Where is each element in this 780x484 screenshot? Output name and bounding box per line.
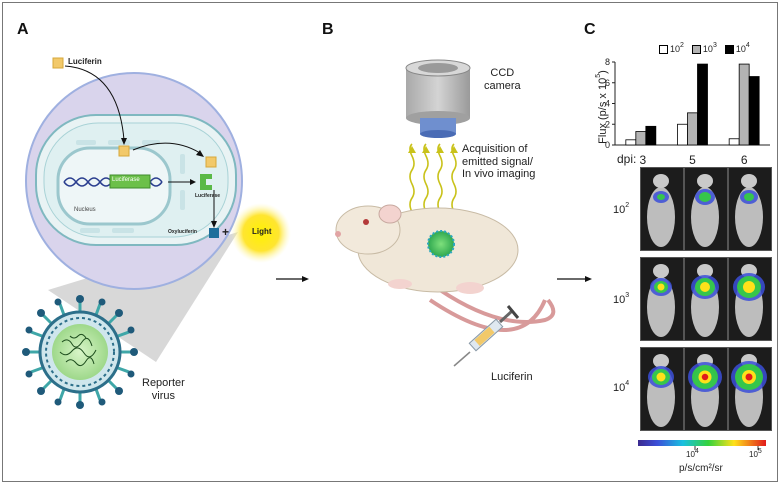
- colorbar-unit: p/s/cm²/sr: [679, 463, 723, 474]
- acquisition-label: Acquisition of emitted signal/ In vivo i…: [462, 143, 536, 181]
- legend-item: 104: [724, 42, 750, 55]
- bar: [697, 63, 708, 146]
- colorbar-tick-high: 105: [749, 448, 762, 459]
- luciferin-label: Luciferin: [68, 57, 102, 66]
- signal-core: [700, 282, 710, 292]
- plus-sign: +: [222, 225, 230, 239]
- legend-item: 103: [691, 42, 717, 55]
- legend-item: 102: [659, 42, 684, 55]
- mouse-illustration: [335, 204, 556, 332]
- y-tick-label: 8: [605, 57, 610, 67]
- signal-peak: [701, 373, 709, 381]
- colorbar-tick-low: 104: [686, 448, 699, 459]
- colorbar-tick-base: 10: [749, 450, 758, 459]
- colorbar: [638, 440, 766, 446]
- luciferase-gene-box: [109, 174, 151, 189]
- legend-label-exp: 3: [712, 42, 717, 49]
- luciferin-near-enzyme: [205, 156, 217, 168]
- row-label-exp: 2: [625, 202, 630, 209]
- y-tick-label: 0: [605, 140, 610, 150]
- luciferase-protein-label: Luciferase: [195, 193, 221, 199]
- x-tick-label: 5: [689, 153, 696, 167]
- colorbar-tick-exp: 5: [757, 448, 762, 455]
- row-label-base: 10: [613, 382, 626, 394]
- signal-core: [743, 281, 755, 293]
- mouse-head: [741, 174, 757, 188]
- legend-label-base: 10: [702, 44, 713, 54]
- oxyluciferin-label: Oxyluciferin: [168, 229, 197, 235]
- legend-label-exp: 2: [680, 42, 684, 49]
- row-label-base: 10: [613, 294, 626, 306]
- row-label-dose-2: 103: [613, 292, 630, 306]
- y-tick-label: 2: [605, 119, 610, 129]
- oxyluciferin-square: [209, 228, 219, 238]
- mouse-head: [697, 264, 713, 278]
- reporter-virus: [22, 295, 138, 409]
- syringe: [453, 305, 520, 367]
- signal-mid: [657, 194, 665, 200]
- luciferin-square: [52, 57, 64, 69]
- y-tick-label: 6: [605, 78, 610, 88]
- nucleus-label: Nucleus: [74, 207, 96, 213]
- luciferase-gene-label: Luciferase: [112, 177, 140, 183]
- mouse-head: [653, 174, 669, 188]
- signal-peak: [745, 373, 753, 381]
- emitted-signal-waves: [409, 143, 457, 213]
- row-label-exp: 4: [625, 380, 630, 387]
- legend-label-base: 10: [735, 44, 746, 54]
- row-label-dose-3: 104: [613, 380, 630, 394]
- ccd-camera: [405, 59, 471, 138]
- luciferin-in-cell: [118, 145, 130, 157]
- y-tick-label: 4: [605, 99, 610, 109]
- legend-label-base: 10: [670, 44, 681, 54]
- row-label-exp: 3: [625, 292, 630, 299]
- legend-swatch: [659, 45, 668, 55]
- legend-swatch: [691, 45, 701, 55]
- mouse-body: [647, 187, 675, 247]
- bar: [748, 76, 760, 146]
- syringe-luciferin-label: Luciferin: [491, 371, 533, 383]
- panel-label-c: C: [584, 21, 596, 38]
- dpi-prefix: dpi:: [617, 152, 637, 166]
- mouse-head: [653, 354, 669, 368]
- light-glow: [231, 203, 291, 263]
- bar: [645, 125, 657, 146]
- legend-label-exp: 4: [745, 42, 750, 49]
- signal-core: [657, 283, 665, 291]
- panel-label-b: B: [322, 21, 334, 38]
- x-tick-label: 6: [741, 153, 748, 167]
- signal-core: [656, 372, 666, 382]
- reporter-virus-label: Reporter virus: [142, 377, 185, 402]
- signal-mid: [699, 192, 711, 202]
- mouse-body: [735, 187, 763, 247]
- row-label-base: 10: [613, 204, 626, 216]
- panel-label-a: A: [17, 21, 29, 38]
- colorbar-tick-base: 10: [686, 450, 695, 459]
- row-label-dose-1: 102: [613, 202, 630, 216]
- ccd-camera-label: CCD camera: [484, 67, 521, 92]
- luciferase-protein: [200, 174, 212, 190]
- x-tick-label: 3: [639, 153, 646, 167]
- light-label: Light: [252, 227, 272, 236]
- colorbar-tick-exp: 4: [694, 448, 699, 455]
- signal-mid: [744, 193, 754, 201]
- mouse-head: [653, 264, 669, 278]
- mouse-head: [697, 174, 713, 188]
- legend-swatch: [724, 45, 734, 55]
